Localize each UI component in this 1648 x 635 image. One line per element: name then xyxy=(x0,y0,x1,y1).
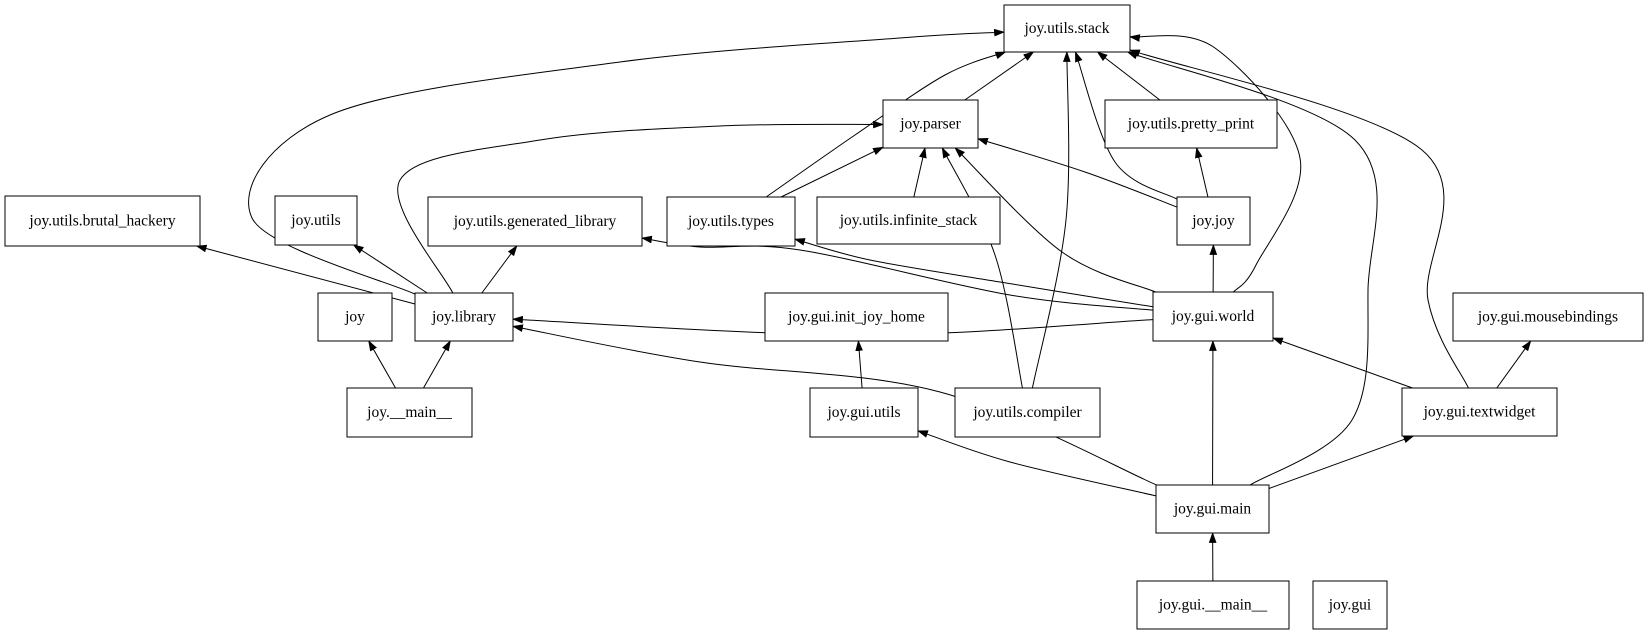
edge-joy.gui.main-to-joy.utils.stack xyxy=(1126,51,1378,486)
edge-joy.gui.world-to-joy.utils.stack xyxy=(1128,34,1302,293)
node-label-joy.utils: joy.utils xyxy=(290,212,340,229)
graph-node-joy.utils.generated_library: joy.utils.generated_library xyxy=(427,196,643,247)
edge-joy.gui.main-to-joy.gui.utils xyxy=(916,430,1157,497)
graph-node-joy: joy xyxy=(317,292,393,342)
graph-node-joy.gui.utils: joy.gui.utils xyxy=(809,387,919,438)
node-box-joy.utils.types xyxy=(666,196,796,247)
node-label-joy.__main__: joy.__main__ xyxy=(366,404,452,421)
edge-joy.library-to-joy.utils xyxy=(352,244,428,294)
graph-node-joy.gui.mousebindings: joy.gui.mousebindings xyxy=(1452,292,1644,342)
graph-node-joy.utils.compiler: joy.utils.compiler xyxy=(954,387,1101,438)
node-label-joy.utils.compiler: joy.utils.compiler xyxy=(972,404,1082,421)
node-label-joy.gui.utils: joy.gui.utils xyxy=(826,404,900,421)
edge-joy.joy-to-joy.utils.pretty_print xyxy=(1195,146,1209,198)
node-label-joy.library: joy.library xyxy=(431,309,496,326)
edge-joy.library-to-joy.utils.generated_library xyxy=(481,245,518,294)
node-box-joy.utils.brutal_hackery xyxy=(4,195,201,247)
edge-joy.utils.types-to-joy.parser xyxy=(780,146,884,198)
edge-joy.gui.world-to-joy.parser xyxy=(954,147,1156,293)
node-label-joy.gui: joy.gui xyxy=(1328,597,1372,614)
node-label-joy.parser: joy.parser xyxy=(899,116,961,133)
edge-joy.gui.world-to-joy.utils.types xyxy=(793,238,1154,308)
edge-joy.library-to-joy.parser xyxy=(397,120,885,294)
edges-layer xyxy=(195,28,1532,582)
node-label-joy.utils.generated_library: joy.utils.generated_library xyxy=(453,213,617,230)
edge-joy.joy-to-joy.parser xyxy=(976,138,1178,208)
graph-node-joy.gui.__main__: joy.gui.__main__ xyxy=(1136,580,1290,630)
edge-joy.__main__-to-joy.library xyxy=(423,340,451,389)
graph-node-joy.library: joy.library xyxy=(414,292,514,342)
edge-joy.gui.textwidget-to-joy.utils.stack xyxy=(1128,49,1469,389)
node-box-joy.gui.utils xyxy=(809,387,919,438)
graph-node-joy.parser: joy.parser xyxy=(882,99,979,149)
edge-joy.utils.compiler-to-joy.utils.stack xyxy=(1031,50,1071,389)
edge-joy.gui.textwidget-to-joy.gui.world xyxy=(1271,337,1413,389)
graph-node-joy.utils.stack: joy.utils.stack xyxy=(1003,4,1131,53)
node-box-joy.gui.world xyxy=(1152,291,1274,342)
node-box-joy.utils xyxy=(274,195,358,246)
graph-node-joy.utils.types: joy.utils.types xyxy=(666,196,796,247)
node-label-joy.gui.init_joy_home: joy.gui.init_joy_home xyxy=(787,309,925,326)
edge-joy.joy-to-joy.utils.stack xyxy=(1074,50,1178,200)
graph-node-joy.gui.init_joy_home: joy.gui.init_joy_home xyxy=(764,292,949,342)
graph-node-joy.joy: joy.joy xyxy=(1176,196,1251,246)
edge-joy.__main__-to-joy xyxy=(368,340,396,389)
graph-node-joy.gui.textwidget: joy.gui.textwidget xyxy=(1401,387,1558,437)
node-box-joy.gui.init_joy_home xyxy=(764,292,949,342)
graph-node-joy.__main__: joy.__main__ xyxy=(346,387,473,438)
node-label-joy.utils.types: joy.utils.types xyxy=(687,213,774,230)
node-label-joy: joy xyxy=(344,309,365,326)
node-box-joy.utils.infinite_stack xyxy=(816,196,1001,245)
node-box-joy xyxy=(317,292,393,342)
node-label-joy.utils.infinite_stack: joy.utils.infinite_stack xyxy=(839,212,978,229)
node-box-joy.utils.generated_library xyxy=(427,196,643,247)
node-box-joy.utils.stack xyxy=(1003,4,1131,53)
node-box-joy.joy xyxy=(1176,196,1251,246)
edge-joy.library-to-joy.utils.stack xyxy=(248,28,1006,295)
node-label-joy.gui.textwidget: joy.gui.textwidget xyxy=(1423,404,1536,421)
node-label-joy.gui.mousebindings: joy.gui.mousebindings xyxy=(1477,309,1618,326)
graph-node-joy.utils: joy.utils xyxy=(274,195,358,246)
node-box-joy.gui.textwidget xyxy=(1401,387,1558,437)
graph-node-joy.utils.pretty_print: joy.utils.pretty_print xyxy=(1104,99,1278,149)
graph-node-joy.gui.main: joy.gui.main xyxy=(1155,484,1270,534)
graph-node-joy.utils.brutal_hackery: joy.utils.brutal_hackery xyxy=(4,195,201,247)
edge-joy.gui.world-to-joy.utils.generated_library xyxy=(640,235,1154,311)
node-label-joy.utils.brutal_hackery: joy.utils.brutal_hackery xyxy=(28,213,175,230)
node-label-joy.gui.world: joy.gui.world xyxy=(1171,308,1255,325)
node-box-joy.utils.pretty_print xyxy=(1104,99,1278,149)
node-box-joy.gui.mousebindings xyxy=(1452,292,1644,342)
node-label-joy.gui.__main__: joy.gui.__main__ xyxy=(1158,597,1268,614)
graph-node-joy.gui: joy.gui xyxy=(1312,580,1388,630)
graph-node-joy.utils.infinite_stack: joy.utils.infinite_stack xyxy=(816,196,1001,245)
graph-node-joy.gui.world: joy.gui.world xyxy=(1152,291,1274,342)
node-label-joy.joy: joy.joy xyxy=(1191,213,1235,230)
node-label-joy.utils.pretty_print: joy.utils.pretty_print xyxy=(1127,116,1255,133)
node-box-joy.parser xyxy=(882,99,979,149)
node-box-joy.utils.compiler xyxy=(954,387,1101,438)
node-box-joy.gui.main xyxy=(1155,484,1270,534)
node-box-joy.__main__ xyxy=(346,387,473,438)
nodes-layer: joy.utils.stack joy.parser joy.utils.prett… xyxy=(4,4,1644,630)
node-label-joy.utils.stack: joy.utils.stack xyxy=(1023,20,1109,37)
edge-joy.utils.compiler-to-joy.parser xyxy=(941,147,1023,389)
edge-joy.gui.main-to-joy.library xyxy=(511,324,1157,486)
node-box-joy.gui.__main__ xyxy=(1136,580,1290,630)
node-box-joy.gui xyxy=(1312,580,1388,630)
edge-joy.gui.main-to-joy.gui.textwidget xyxy=(1268,435,1415,489)
edge-joy.gui.textwidget-to-joy.gui.mousebindings xyxy=(1496,340,1532,389)
node-label-joy.gui.main: joy.gui.main xyxy=(1173,501,1252,518)
edge-joy.gui.utils-to-joy.gui.init_joy_home xyxy=(855,339,863,389)
edge-joy.utils.infinite_stack-to-joy.parser xyxy=(913,146,927,198)
edge-joy.utils.pretty_print-to-joy.utils.stack xyxy=(1096,51,1161,101)
node-box-joy.library xyxy=(414,292,514,342)
edge-joy.parser-to-joy.utils.stack xyxy=(964,51,1035,101)
